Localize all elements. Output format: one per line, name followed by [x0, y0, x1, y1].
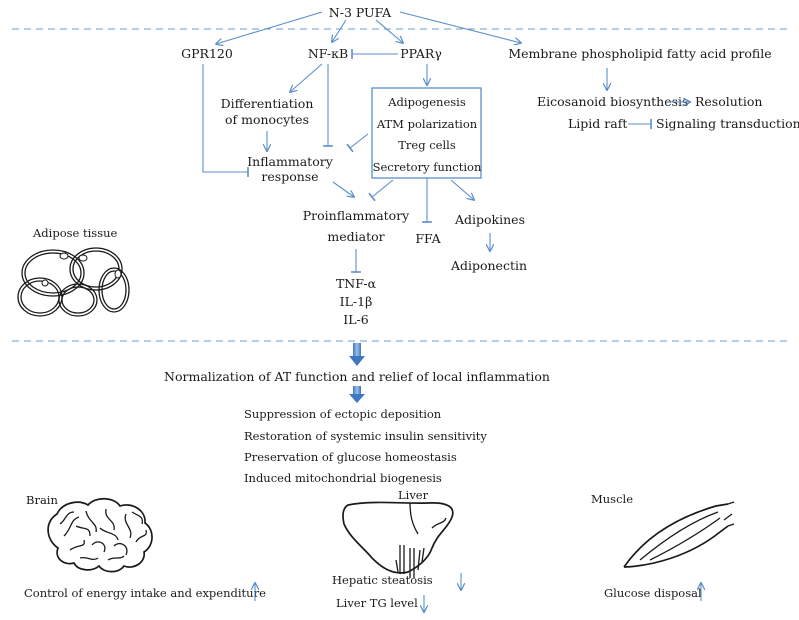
liver-effect-steatosis: Hepatic steatosis — [332, 573, 433, 587]
lipid-raft-label: Lipid raft — [568, 116, 627, 131]
systemic-item-mitochondrial: Induced mitochondrial biogenesis — [244, 471, 442, 485]
membrane-profile-label: Membrane phospholipid fatty acid profile — [508, 46, 771, 61]
box-item-adipogenesis: Adipogenesis — [387, 95, 466, 109]
mediator-line2: mediator — [327, 229, 384, 244]
liver-icon — [342, 501, 454, 578]
box-inhibits-inflammatory — [346, 133, 369, 153]
box-inhibits-mediator — [368, 179, 394, 202]
nfkb-to-monocytes-arrow — [290, 63, 323, 92]
box-item-treg-cells: Treg cells — [398, 138, 456, 152]
brain-label: Brain — [26, 493, 58, 507]
gpr120-label: GPR120 — [181, 46, 233, 61]
ppar-gamma-label: PPARγ — [400, 46, 442, 61]
box-to-adipokines-arrow — [450, 179, 474, 200]
adipokines-label: Adipokines — [454, 212, 525, 227]
adiponectin-label: Adiponectin — [450, 258, 527, 273]
adipose-tissue-label: Adipose tissue — [32, 226, 118, 240]
gpr120-inhibits-inflammatory — [202, 64, 249, 177]
systemic-item-insulin: Restoration of systemic insulin sensitiv… — [244, 429, 487, 443]
eicosanoid-label: Eicosanoid biosynthesis — [537, 94, 688, 109]
muscle-label: Muscle — [591, 492, 633, 506]
n3-pufa-label: N-3 PUFA — [329, 5, 392, 20]
pufa-arrows — [216, 11, 521, 44]
liver-effect-tg: Liver TG level — [336, 596, 418, 610]
monocytes-line2: of monocytes — [225, 112, 309, 127]
normalization-label: Normalization of AT function and relief … — [164, 369, 550, 384]
mediator-line1: Proinflammatory — [303, 208, 410, 223]
box-item-secretory-function: Secretory function — [373, 160, 482, 174]
systemic-item-ectopic: Suppression of ectopic deposition — [244, 407, 442, 421]
muscle-effect-label: Glucose disposal — [604, 586, 702, 600]
inflammatory-to-mediator-arrow — [332, 181, 354, 197]
systemic-item-glucose: Preservation of glucose homeostasis — [244, 450, 457, 464]
resolution-label: Resolution — [695, 94, 762, 109]
muscle-icon — [623, 501, 735, 568]
cytokine-tnf-alpha: TNF-α — [336, 276, 377, 291]
brain-icon — [47, 497, 153, 573]
down-arrow-1 — [349, 343, 365, 366]
cytokine-il6: IL-6 — [343, 312, 368, 327]
liver-label: Liver — [398, 488, 429, 502]
signaling-label: Signaling transduction — [656, 116, 799, 131]
box-item-atm-polarization: ATM polarization — [376, 117, 478, 131]
brain-effect-label: Control of energy intake and expenditure — [24, 586, 266, 600]
down-arrow-2 — [349, 386, 365, 403]
inflammatory-line1: Inflammatory — [247, 154, 333, 169]
monocytes-line1: Differentiation — [221, 96, 314, 111]
cytokine-il1-beta: IL-1β — [340, 294, 373, 309]
inflammatory-line2: response — [261, 169, 318, 184]
nfkb-label: NF-κB — [308, 46, 348, 61]
ffa-label: FFA — [415, 231, 441, 246]
adipocytes-icon — [17, 247, 130, 317]
